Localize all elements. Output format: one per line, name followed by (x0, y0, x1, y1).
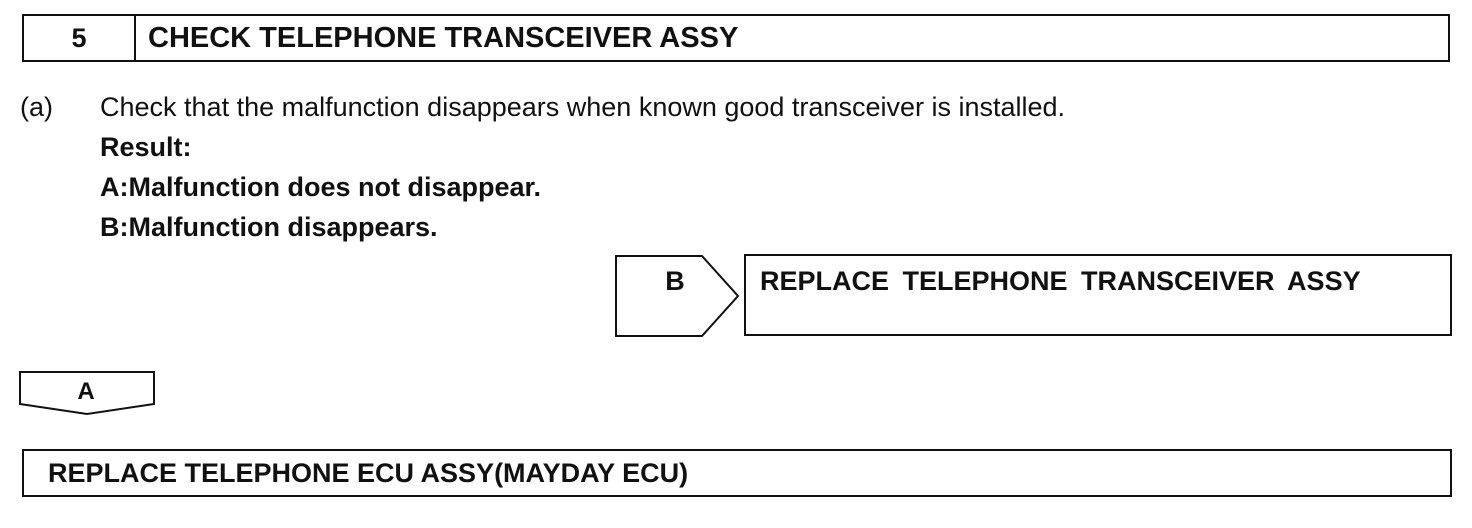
branch-b-label: B (665, 266, 685, 296)
branch-b-arrow (615, 255, 740, 337)
step-number: 5 (24, 16, 136, 60)
replace-ecu-box: REPLACE TELEPHONE ECU ASSY(MAYDAY ECU) (22, 449, 1452, 497)
instruction-text: Check that the malfunction disappears wh… (100, 92, 1066, 122)
step-title: CHECK TELEPHONE TRANSCEIVER ASSY (148, 21, 739, 54)
result-b: B:Malfunction disappears. (100, 212, 438, 242)
step-header: 5 CHECK TELEPHONE TRANSCEIVER ASSY (22, 14, 1450, 62)
result-a: A:Malfunction does not disappear. (100, 172, 542, 202)
branch-a-label: A (77, 378, 95, 405)
result-label: Result: (100, 132, 192, 162)
instruction-marker: (a) (20, 92, 53, 122)
branch-a-arrow (19, 371, 155, 416)
replace-transceiver-box: REPLACE TELEPHONE TRANSCEIVER ASSY (744, 254, 1452, 336)
